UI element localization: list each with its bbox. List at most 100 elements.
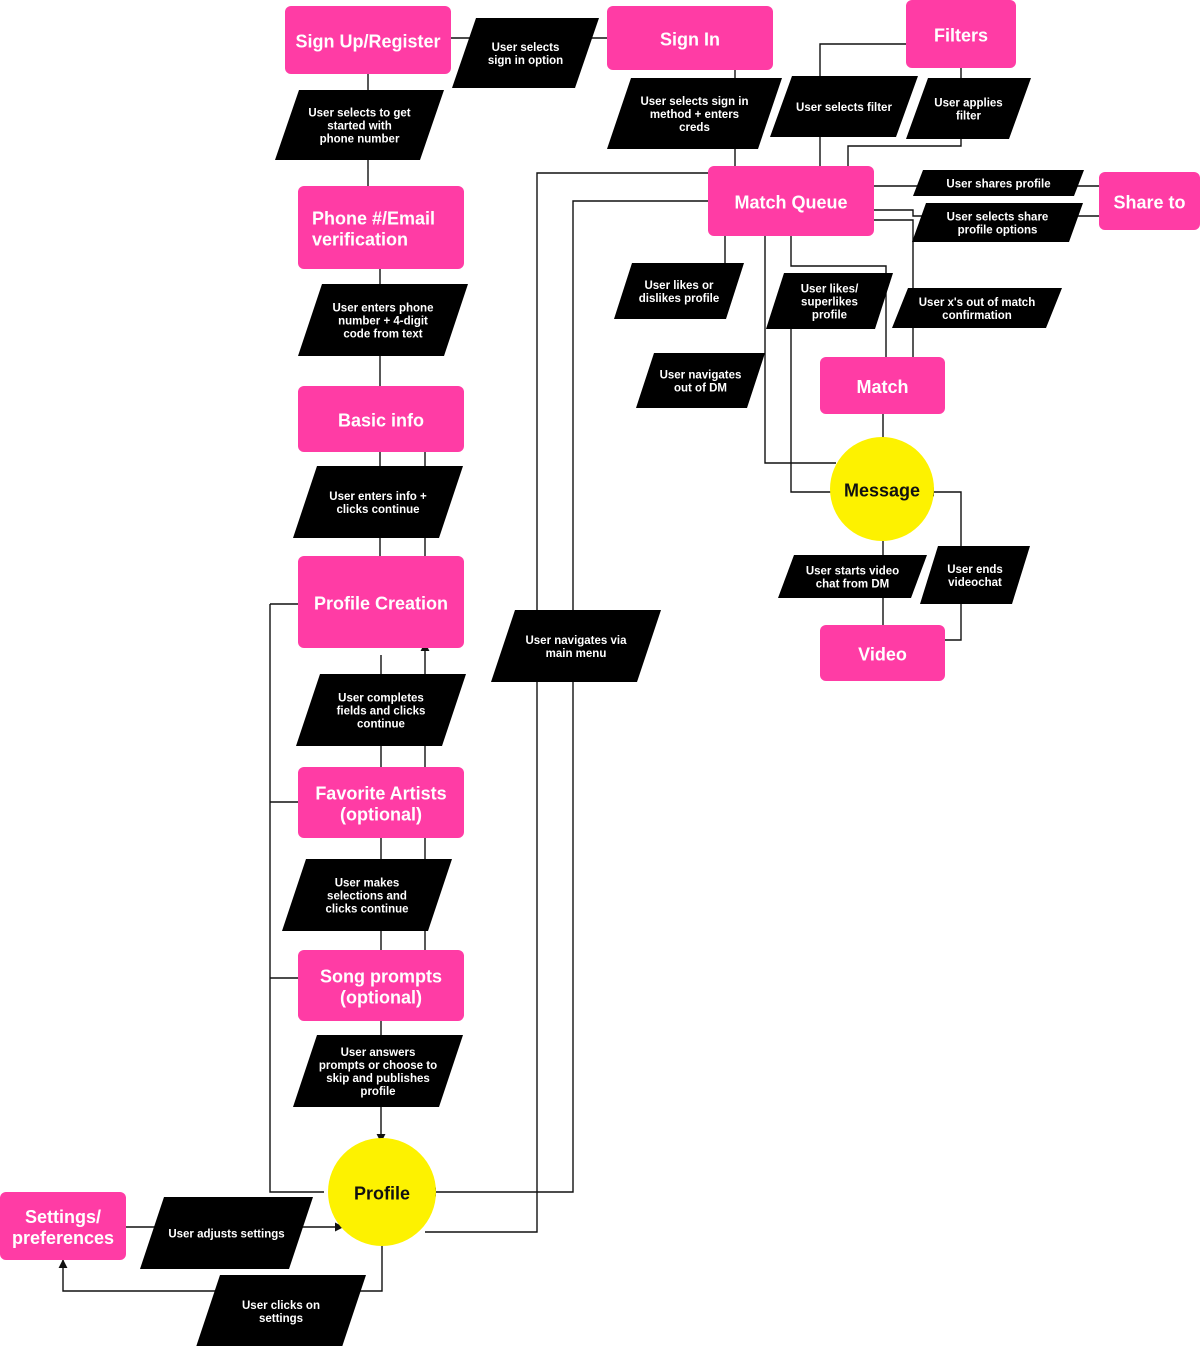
edge-label-like_dislike-shape <box>614 263 744 319</box>
edge-label-share_options-shape <box>912 203 1083 242</box>
edge-label-main_menu-shape <box>491 610 661 682</box>
text-line: videochat <box>948 577 1002 589</box>
node-basic-shape <box>298 386 464 452</box>
text-line: Message <box>844 480 920 500</box>
node-message-shape <box>830 437 934 541</box>
text-line: number + 4-digit <box>338 316 428 328</box>
edge-label-select_filter: User selects filter <box>770 76 918 137</box>
node-basic: Basic info <box>298 386 464 452</box>
node-video: Video <box>820 625 945 681</box>
edge-label-video_chat-shape <box>778 555 927 598</box>
text-line: started with <box>327 121 392 133</box>
node-artists: Favorite Artists(optional) <box>298 767 464 838</box>
text-line: Settings/ <box>25 1207 101 1227</box>
node-artists-label: Favorite Artists(optional) <box>315 783 446 824</box>
text-line: User makes <box>335 878 400 890</box>
text-line: filter <box>956 111 981 123</box>
edge-label-x_out-shape <box>892 288 1062 328</box>
text-line: (optional) <box>340 804 422 824</box>
text-line: Favorite Artists <box>315 783 446 803</box>
text-line: superlikes <box>801 297 858 309</box>
node-filters-label: Filters <box>934 25 988 45</box>
text-line: User adjusts settings <box>168 1229 284 1241</box>
text-line: User navigates <box>660 370 742 382</box>
text-line: profile <box>812 310 847 322</box>
text-line: (optional) <box>340 987 422 1007</box>
node-phone-shape <box>298 186 464 269</box>
connector-queue-to-message <box>790 300 841 497</box>
edge-label-get_started-shape <box>275 90 444 160</box>
node-message: Message <box>830 437 934 541</box>
edge-label-share_profile: User shares profile <box>913 170 1084 196</box>
edge-label-enter_info: User enters info +clicks continue <box>293 466 463 538</box>
edge-label-adjust_settings-shape <box>140 1197 313 1269</box>
text-line: skip and publishes <box>326 1073 430 1085</box>
edge-label-enter_info-text: User enters info +clicks continue <box>329 491 427 516</box>
node-filters-shape <box>906 0 1016 68</box>
text-line: Song prompts <box>320 966 442 986</box>
edge-label-adjust_settings-text: User adjusts settings <box>168 1229 284 1241</box>
edge-label-select_filter-shape <box>770 76 918 137</box>
text-line: main menu <box>546 648 607 660</box>
connector-queue-to-profile <box>427 200 709 1197</box>
node-filters: Filters <box>906 0 1016 68</box>
node-message-label: Message <box>844 480 920 500</box>
node-match-shape <box>820 357 945 414</box>
text-line: settings <box>259 1313 303 1325</box>
text-line: User likes or <box>644 280 714 292</box>
text-line: User answers <box>341 1047 416 1059</box>
edge-label-click_settings-shape <box>196 1275 366 1346</box>
text-line: Profile <box>354 1183 410 1203</box>
node-share-shape <box>1099 172 1200 230</box>
text-line: out of DM <box>674 383 727 395</box>
text-line: User navigates via <box>525 635 627 647</box>
text-line: Phone #/Email <box>312 208 435 228</box>
text-line: clicks continue <box>336 504 419 516</box>
text-line: User likes/ <box>801 284 859 296</box>
edge-label-adjust_settings: User adjusts settings <box>140 1197 313 1269</box>
node-songs-label: Song prompts(optional) <box>320 966 442 1007</box>
text-line: continue <box>357 719 405 731</box>
edge-label-enter_info-shape <box>293 466 463 538</box>
node-songs-shape <box>298 950 464 1021</box>
node-share-label: Share to <box>1113 192 1185 212</box>
text-line: Match Queue <box>734 192 847 212</box>
text-line: User enters info + <box>329 491 427 503</box>
text-line: profile <box>360 1086 395 1098</box>
text-line: User ends <box>947 564 1003 576</box>
node-signin: Sign In <box>607 6 773 70</box>
node-queue-shape <box>708 166 874 236</box>
text-line: User selects <box>492 42 560 54</box>
node-queue-label: Match Queue <box>734 192 847 212</box>
node-settings-label: Settings/preferences <box>12 1207 114 1248</box>
edge-label-end_video-shape <box>920 546 1030 604</box>
text-line: Sign In <box>660 29 720 49</box>
node-settings-shape <box>0 1192 126 1260</box>
edge-label-signin_method-shape <box>607 78 782 149</box>
node-profile: Profile <box>328 1138 436 1246</box>
node-signup-label: Sign Up/Register <box>295 31 440 51</box>
